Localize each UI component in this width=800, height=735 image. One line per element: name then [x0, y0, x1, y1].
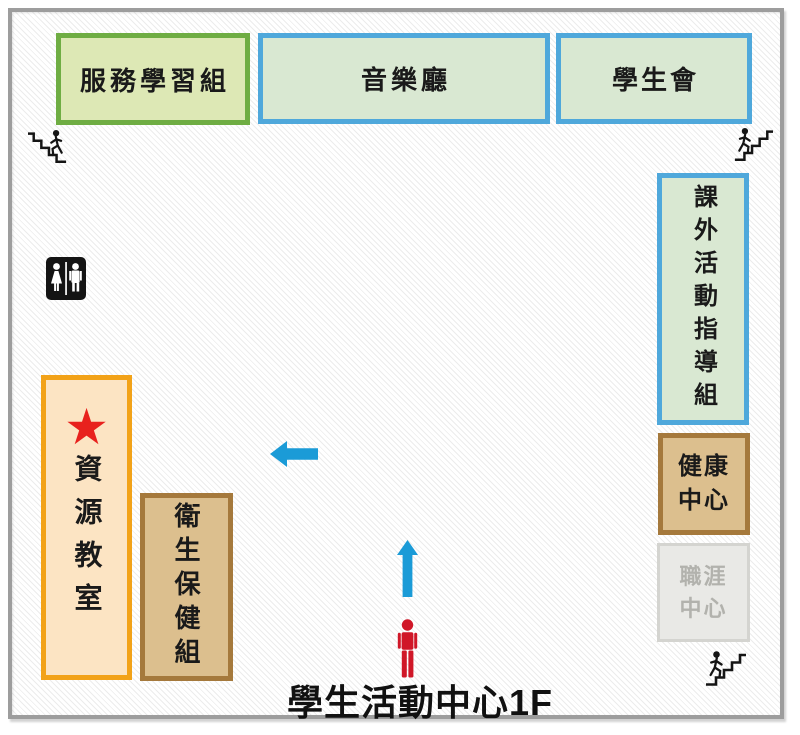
- room-label: 職涯中心: [679, 563, 728, 621]
- restroom-icon: [46, 257, 86, 305]
- room-label: 資源教室: [71, 454, 103, 626]
- stairs-down-icon: [28, 127, 68, 170]
- room-label: 衛生保健組: [171, 502, 201, 672]
- room-health-center: 健康中心: [658, 433, 750, 535]
- stairs-up-icon: [704, 648, 746, 693]
- direction-arrow-left-icon: [270, 441, 318, 472]
- map-frame: [8, 8, 784, 719]
- room-label: 課外活動指導組: [689, 183, 717, 415]
- you-are-here-person-icon: [396, 619, 419, 683]
- map-title: 學生活動中心1F: [286, 682, 553, 723]
- room-label: 服務學習組: [79, 65, 230, 96]
- room-health-care-section: 衛生保健組: [140, 493, 233, 681]
- room-resource-classroom: ★ 資源教室: [41, 375, 132, 680]
- room-concert-hall: 音樂廳: [258, 33, 550, 124]
- room-label: 學生會: [611, 65, 699, 95]
- star-icon: ★: [64, 399, 109, 455]
- stairs-up-icon: [733, 125, 773, 168]
- room-student-union: 學生會: [556, 33, 752, 124]
- room-label: 健康中心: [678, 453, 730, 514]
- room-service-learning-group: 服務學習組: [56, 33, 250, 125]
- room-career-center: 職涯中心: [657, 543, 750, 642]
- room-label: 音樂廳: [360, 65, 451, 95]
- direction-arrow-up-icon: [395, 540, 420, 602]
- room-extracurricular-activities-section: 課外活動指導組: [657, 173, 749, 425]
